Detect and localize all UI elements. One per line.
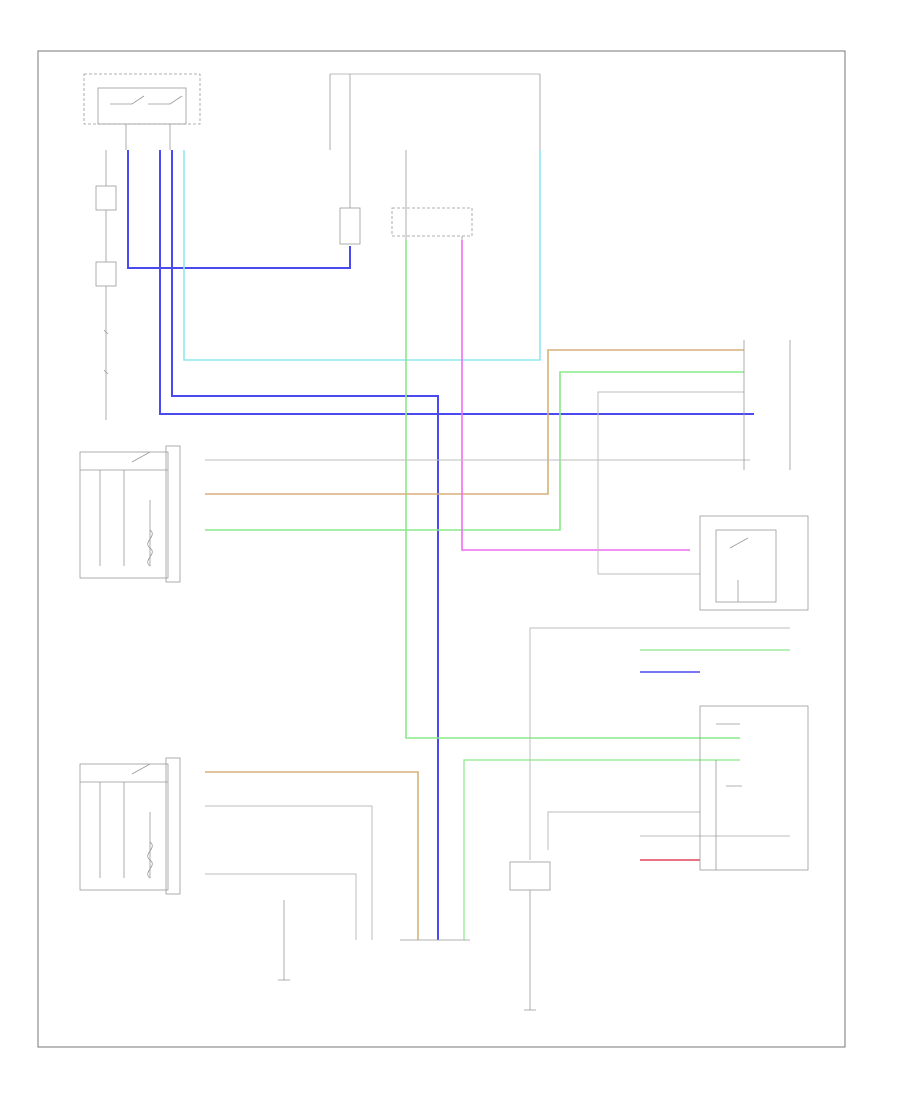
wire-light-blue	[183, 150, 541, 361]
wire-green-3	[463, 759, 740, 940]
ignition-switch	[83, 73, 201, 150]
heater-relay	[699, 515, 809, 611]
wire-gray-4	[597, 391, 744, 574]
wire-gray-3	[205, 873, 357, 940]
wire-green-1	[405, 240, 740, 739]
left-seat-heater-assembly	[79, 445, 181, 583]
power-feeds-top	[329, 73, 541, 245]
wire-gray-6	[529, 627, 790, 860]
wire-blue-1	[127, 150, 351, 269]
wire-blue-2	[159, 150, 754, 415]
diagram-frame	[37, 50, 846, 1048]
wire-gray-2	[205, 805, 373, 940]
wire-green-2	[205, 371, 744, 531]
bottom-connector	[278, 861, 551, 1011]
left-seat-heater-switch	[699, 705, 809, 871]
wire-tan-1	[205, 349, 744, 495]
wire-blue-3	[171, 150, 439, 940]
wire-gray-7	[547, 811, 700, 850]
wire-magenta	[461, 240, 690, 551]
right-switch-connector	[743, 340, 791, 470]
fuse-stack-left	[95, 150, 117, 420]
wire-tan-2	[205, 771, 419, 940]
right-seat-heater-assembly	[79, 757, 181, 895]
